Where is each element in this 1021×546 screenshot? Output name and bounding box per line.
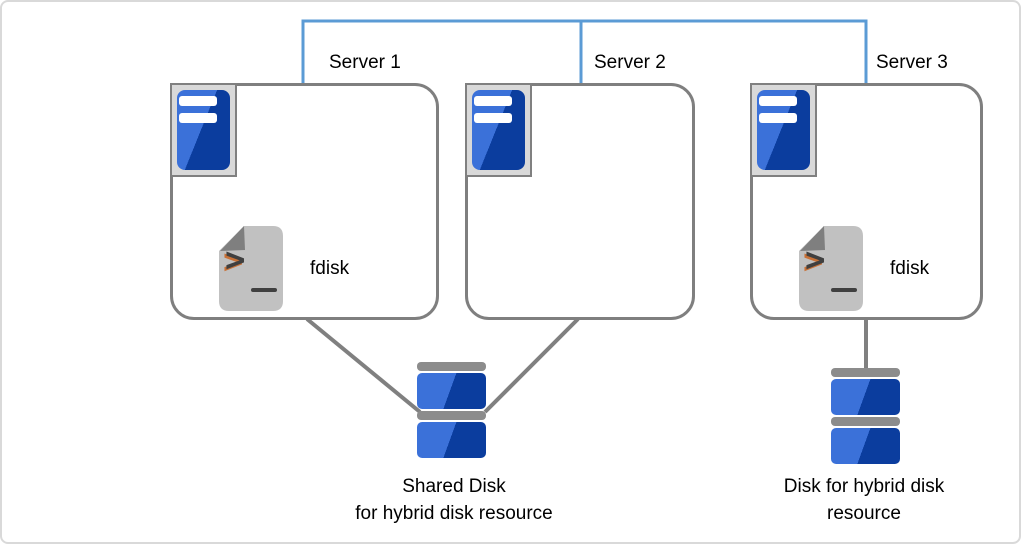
terminal-script-file-icon: > xyxy=(218,225,284,312)
server3-fdisk-group: > fdisk xyxy=(798,225,929,312)
server-slot-bar xyxy=(759,113,797,123)
shared-disk-caption-line2: for hybrid disk resource xyxy=(355,503,553,524)
disk-body xyxy=(417,422,486,458)
server-slot-bar xyxy=(759,96,797,106)
disk-cap xyxy=(831,417,900,426)
disk-cap xyxy=(417,362,486,371)
shared-disk-caption-line1: Shared Disk xyxy=(402,476,506,497)
server-slot-bar xyxy=(179,113,217,123)
disk-cap xyxy=(831,368,900,377)
server2-label: Server 2 xyxy=(594,52,666,73)
network-link-line xyxy=(301,19,868,86)
server1-box: > fdisk xyxy=(170,83,439,320)
server-slot-bar xyxy=(179,96,217,106)
server3-box: > fdisk xyxy=(750,83,983,320)
prompt-chevron-icon: > xyxy=(225,240,246,280)
hybrid-disk-stack-icon xyxy=(831,368,900,464)
connector-server2-shared-disk xyxy=(483,317,580,414)
shared-disk-stack-icon xyxy=(417,362,486,458)
hybrid-disk-caption-line1: Disk for hybrid disk xyxy=(783,476,945,497)
connector-server1-shared-disk xyxy=(305,317,422,414)
server3-label: Server 3 xyxy=(876,52,948,73)
shared-disk-caption: Shared Disk for hybrid disk resource xyxy=(284,473,624,527)
server2-box xyxy=(465,83,695,320)
disk-body xyxy=(831,379,900,415)
server3-fdisk-label: fdisk xyxy=(890,257,930,279)
server-slot-bar xyxy=(474,96,512,106)
server1-label: Server 1 xyxy=(329,52,401,73)
server-slot-bar xyxy=(474,113,512,123)
hybrid-disk-caption-line2: resource xyxy=(827,503,901,524)
disk-body xyxy=(417,373,486,409)
prompt-underscore-icon xyxy=(251,288,277,292)
prompt-underscore-icon xyxy=(831,288,857,292)
terminal-script-file-icon: > xyxy=(798,225,864,312)
server1-fdisk-group: > fdisk xyxy=(218,225,349,312)
disk-body xyxy=(831,428,900,464)
prompt-chevron-icon: > xyxy=(805,240,826,280)
server-icon xyxy=(750,83,817,177)
server-icon xyxy=(465,83,532,177)
server-icon xyxy=(170,83,237,177)
disk-cap xyxy=(417,411,486,420)
server1-fdisk-label: fdisk xyxy=(310,257,350,279)
hybrid-disk-caption: Disk for hybrid disk resource xyxy=(694,473,1021,527)
